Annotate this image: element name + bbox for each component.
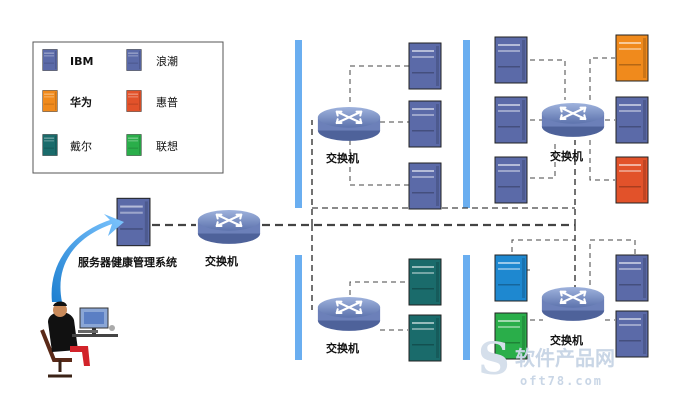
switch-main-label: 交换机 <box>205 254 238 268</box>
switch-bottom-right-icon <box>540 285 606 322</box>
server-hp-icon <box>615 156 649 204</box>
switch-top-right-icon <box>540 101 606 138</box>
ibm-server-icon <box>42 49 58 71</box>
bus-bar-bottom-right <box>463 255 470 360</box>
bus-bar-bottom-left <box>295 255 302 360</box>
switches: 交换机 交换机 交换机 交换机 交换机 <box>196 101 606 355</box>
watermark-logo-icon: S <box>478 334 510 385</box>
server-dell-icon <box>408 314 442 362</box>
watermark-sub: oft78.com <box>520 374 603 388</box>
lenovo-server-icon <box>126 134 142 156</box>
server-inspur-icon <box>615 96 649 144</box>
switch-bottom-left-label: 交换机 <box>326 341 359 355</box>
bus-bar-top-right <box>463 40 470 208</box>
monitor-system-label: 服务器健康管理系统 <box>78 255 177 269</box>
inspur-server-icon <box>126 49 142 71</box>
server-inspur-icon <box>615 310 649 358</box>
switch-top-left-icon <box>316 105 382 142</box>
legend-lenovo-label: 联想 <box>156 139 178 153</box>
switch-top-right-label: 交换机 <box>550 149 583 163</box>
arrow-icon <box>51 214 124 302</box>
server-inspur-icon <box>494 96 528 144</box>
dell-server-icon <box>42 134 58 156</box>
switch-bottom-right-label: 交换机 <box>550 333 583 347</box>
watermark-title: 软件产品网 <box>515 346 615 370</box>
server-ibm-icon <box>408 162 442 210</box>
legend-dell-label: 戴尔 <box>70 139 92 153</box>
legend-ibm-label: IBM <box>70 55 93 68</box>
hp-server-icon <box>126 90 142 112</box>
server-ibm-icon <box>408 42 442 90</box>
huawei-server-icon <box>42 90 58 112</box>
legend: IBM 浪潮 华为 惠普 戴尔 联想 <box>32 41 224 174</box>
server-dell-icon <box>408 258 442 306</box>
switch-bottom-left-icon <box>316 295 382 332</box>
bus-bars <box>295 40 470 360</box>
legend-huawei-label: 华为 <box>70 95 92 109</box>
legend-inspur-label: 浪潮 <box>156 54 178 68</box>
watermark: S 软件产品网 oft78.com <box>478 334 615 388</box>
server-ibm-icon <box>408 100 442 148</box>
servers <box>408 34 649 362</box>
monitor-system: 服务器健康管理系统 <box>78 197 177 269</box>
switch-main-icon <box>196 208 262 245</box>
server-huawei-icon <box>615 34 649 82</box>
legend-hp-label: 惠普 <box>156 95 178 109</box>
server-inspur-icon <box>494 36 528 84</box>
server-inspur-icon <box>615 254 649 302</box>
user-icon <box>48 311 78 352</box>
server-blue-icon <box>494 254 528 302</box>
server-inspur-icon <box>494 156 528 204</box>
bus-bar-top-left <box>295 40 302 208</box>
curved-arrow <box>51 214 124 302</box>
switch-top-left-label: 交换机 <box>326 151 359 165</box>
user-at-desk <box>40 301 118 378</box>
